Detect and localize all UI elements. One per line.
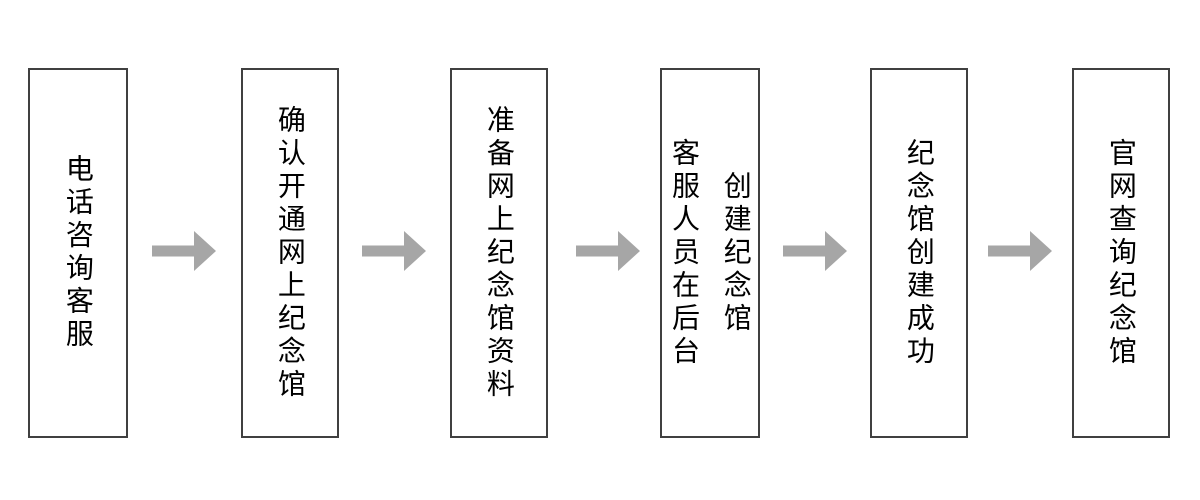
- flow-step-label: 准备网上纪念馆资料: [483, 104, 515, 402]
- flow-step-prepare-materials: 准备网上纪念馆资料: [450, 68, 548, 438]
- arrow-right-icon: [152, 231, 216, 271]
- flow-step-label: 客服人员在后台 创建纪念馆: [669, 137, 752, 369]
- flow-step-label: 确认开通网上纪念馆: [274, 104, 306, 402]
- flow-step-website-lookup: 官网查询纪念馆: [1072, 68, 1170, 438]
- flow-step-label: 官网查询纪念馆: [1105, 137, 1137, 369]
- arrow-right-shape: [988, 231, 1052, 271]
- flow-step-confirm-open: 确认开通网上纪念馆: [241, 68, 339, 438]
- arrow-right-shape: [362, 231, 426, 271]
- flow-step-create-success: 纪念馆创建成功: [870, 68, 968, 438]
- arrow-right-icon: [783, 231, 847, 271]
- arrow-right-icon: [576, 231, 640, 271]
- flow-step-staff-create: 客服人员在后台 创建纪念馆: [660, 68, 760, 438]
- arrow-right-shape: [152, 231, 216, 271]
- arrow-right-shape: [783, 231, 847, 271]
- flow-step-label: 纪念馆创建成功: [903, 137, 935, 369]
- flow-step-phone-consult: 电话咨询客服: [28, 68, 128, 438]
- arrow-right-icon: [362, 231, 426, 271]
- arrow-right-icon: [988, 231, 1052, 271]
- flow-step-label: 电话咨询客服: [62, 154, 94, 352]
- arrow-right-shape: [576, 231, 640, 271]
